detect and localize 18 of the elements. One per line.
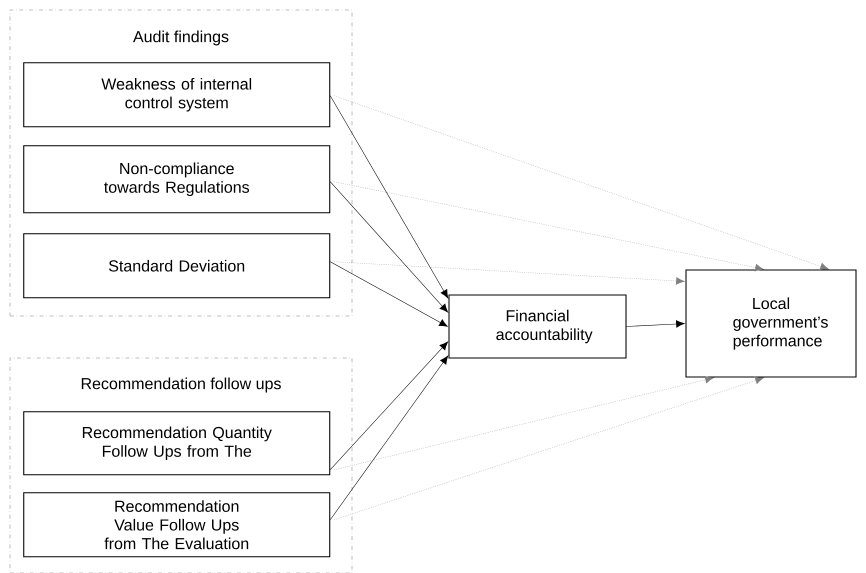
arrow <box>330 261 448 327</box>
process-box: Financial accountability <box>448 294 627 359</box>
process-box: Local government’s performance <box>685 269 857 378</box>
process-box: Recommendation Value Follow Ups from The Evaluation <box>23 492 330 558</box>
arrow <box>330 356 448 520</box>
arrow <box>330 341 448 470</box>
arrow <box>330 95 448 298</box>
arrow <box>334 261 685 285</box>
arrow <box>330 181 448 313</box>
arrow <box>334 376 764 520</box>
process-box: Recommendation Quantity Follow Ups from The <box>23 411 330 476</box>
process-box: Standard Deviation <box>23 233 330 298</box>
arrow <box>334 95 829 270</box>
process-box: Non-compliance towards Regulations <box>23 145 330 214</box>
process-box: Weakness of internal control system <box>23 62 330 128</box>
arrow <box>334 181 764 272</box>
arrow <box>626 320 685 328</box>
arrow <box>334 376 714 470</box>
